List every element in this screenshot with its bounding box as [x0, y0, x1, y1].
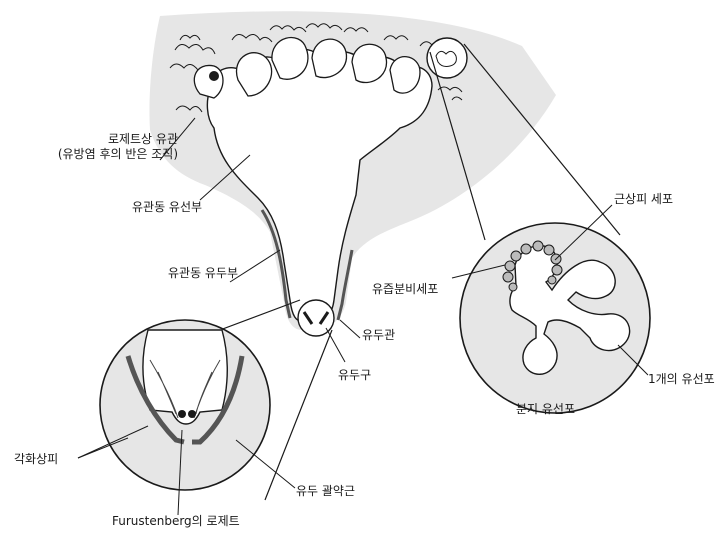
teat-tip-lumen [143, 330, 227, 424]
rosette-marker-left [178, 410, 186, 418]
alveolus-zoom-source [427, 38, 467, 78]
rosette-duct-label-line1: 로제트상 유관 [18, 132, 178, 147]
lactiferous-sinus-gland-label: 유관동 유선부 [132, 200, 202, 215]
rosette-marker-right [188, 410, 196, 418]
keratinized-epithelium-label: 각화상피 [14, 452, 58, 467]
rosette-duct-label: 로제트상 유관 (유방염 후의 반은 조직) [18, 132, 178, 162]
myoepithelial-cell-label: 근상피 세포 [614, 192, 673, 207]
rosette-duct-label-line2: (유방염 후의 반은 조직) [18, 147, 178, 162]
branched-alveoli-label: 분지 유선포 [516, 402, 575, 417]
teat-tip-zoom-source [298, 300, 334, 336]
secretory-cell-label: 유즙분비세포 [372, 282, 438, 297]
single-alveolus-label: 1개의 유선포 [648, 372, 715, 387]
teat-sphincter-label: 유두 괄약근 [296, 484, 355, 499]
furstenberg-rosette-label: Furustenberg의 로제트 [112, 514, 240, 529]
teat-orifice-label: 유두구 [338, 368, 371, 383]
lactiferous-sinus-teat-label: 유관동 유두부 [168, 266, 238, 281]
teat-canal-label: 유두관 [362, 328, 395, 343]
rosette-duct-marker [209, 71, 219, 81]
